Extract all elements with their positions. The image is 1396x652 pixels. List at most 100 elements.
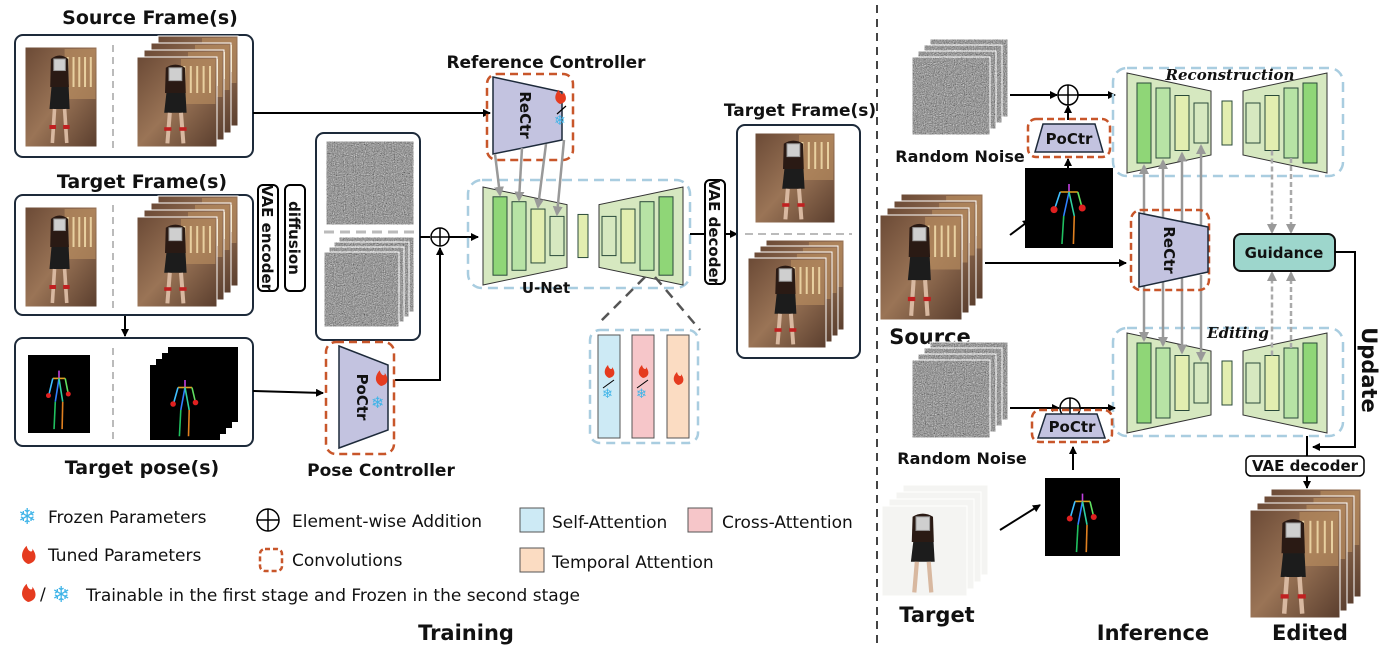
poctr-label: PoCtr xyxy=(353,374,371,421)
legend-trainable-then-frozen: Trainable in the first stage and Frozen … xyxy=(85,586,580,606)
zoom-line xyxy=(654,276,701,331)
face-blur xyxy=(168,227,183,242)
pose-frame xyxy=(1025,168,1113,248)
encoder-layer xyxy=(1193,362,1209,404)
arrow xyxy=(999,504,1041,531)
poctr-label: PoCtr xyxy=(1046,130,1093,148)
source-frames-title: Source Frame(s) xyxy=(62,7,238,29)
target-label: Target xyxy=(899,603,974,627)
frame-stack xyxy=(881,484,989,597)
face-blur xyxy=(786,143,801,158)
diffusion-label: diffusion xyxy=(285,201,303,275)
pose-frame xyxy=(1045,478,1120,556)
encoder-layer xyxy=(530,208,546,264)
snowflake-icon: ❄ xyxy=(602,387,613,402)
snowflake-icon: ❄ xyxy=(18,505,36,530)
frame-stack xyxy=(879,193,984,321)
encoder-layer xyxy=(1155,347,1171,419)
pose-frame xyxy=(150,365,220,440)
convolution-box xyxy=(324,340,396,456)
snowflake-icon: ❄ xyxy=(371,393,384,412)
reconstruction-label: Reconstruction xyxy=(1165,66,1295,84)
reconstruction-unet-box xyxy=(1111,66,1345,178)
decoder-layer xyxy=(1245,102,1261,144)
face-blur xyxy=(1285,522,1301,538)
convolution-box xyxy=(1030,408,1114,444)
unet xyxy=(1126,332,1328,434)
face-blur xyxy=(168,67,183,82)
slash xyxy=(636,379,649,389)
encoder-layer xyxy=(1174,355,1190,411)
target-pose-title: Target pose(s) xyxy=(65,457,219,479)
legend-temporal-attention: Temporal Attention xyxy=(551,553,714,573)
decoder-layer xyxy=(620,208,636,264)
photo-frame xyxy=(24,206,98,308)
temporal-attention-swatch xyxy=(519,547,545,573)
face-blur xyxy=(912,227,927,242)
photo-frame xyxy=(754,132,836,224)
decoder-layer xyxy=(1302,342,1318,424)
noise-frame xyxy=(911,56,991,136)
legend-slash: / xyxy=(40,585,46,605)
photo-frame xyxy=(136,216,218,308)
snowflake-icon: ❄ xyxy=(554,113,566,129)
feature-injection-arrow xyxy=(552,139,566,217)
cross-attention-swatch xyxy=(687,507,713,533)
decoder-layer xyxy=(1264,95,1280,151)
unet-label: U-Net xyxy=(522,279,570,297)
face-blur xyxy=(53,218,66,232)
frame-stack xyxy=(747,239,845,349)
encoder-layer xyxy=(511,201,527,271)
feature-injection-arrow xyxy=(514,147,525,202)
convolution-box xyxy=(1129,208,1211,292)
flame-icon xyxy=(638,365,649,378)
poctr-block xyxy=(1034,123,1104,153)
vae-encoder-box xyxy=(257,184,279,292)
flame-icon xyxy=(375,370,388,386)
decoder-layer xyxy=(1283,87,1299,159)
flame-icon xyxy=(22,583,36,602)
bottleneck-layer xyxy=(1221,360,1233,406)
editing-label: Editing xyxy=(1206,324,1269,342)
flame-icon xyxy=(673,372,684,385)
vae-encoder-label: VAE encoder xyxy=(258,185,276,292)
noise-frame xyxy=(325,140,415,226)
poctr-label: PoCtr xyxy=(1049,418,1096,436)
face-blur xyxy=(915,516,931,531)
random-noise-label: Random Noise xyxy=(895,147,1025,166)
bottleneck-layer xyxy=(1221,100,1233,146)
training-label: Training xyxy=(418,621,514,645)
rectr-block xyxy=(492,76,563,155)
feature-injection-arrow xyxy=(534,143,548,210)
guidance-label: Guidance xyxy=(1245,244,1324,262)
noise-frame xyxy=(911,359,991,439)
snowflake-icon: ❄ xyxy=(52,583,70,608)
pose-controller-title: Pose Controller xyxy=(307,461,455,481)
self-attention-block xyxy=(597,334,621,439)
decoder-layer xyxy=(1302,82,1318,164)
target-frames-title: Target Frame(s) xyxy=(57,171,227,193)
photo-frame xyxy=(24,46,98,148)
addition-icon xyxy=(256,508,280,532)
vae-decoder-box xyxy=(704,179,726,285)
arrow xyxy=(252,388,324,397)
diffusion-box xyxy=(284,184,306,292)
frame-stack xyxy=(136,195,239,308)
arrow xyxy=(1009,219,1031,236)
convolution-box xyxy=(1026,117,1112,159)
decoder-layer xyxy=(639,201,655,271)
unet xyxy=(482,186,684,286)
face-blur xyxy=(778,268,793,282)
vae-decoder-label: VAE decoder xyxy=(1252,457,1359,475)
legend-addition: Element-wise Addition xyxy=(292,512,482,532)
encoder-layer xyxy=(1136,342,1152,424)
frame-stack xyxy=(1249,488,1362,619)
encoder-layer xyxy=(1155,87,1171,159)
output-frames-title: Target Frame(s) xyxy=(724,101,876,121)
slash xyxy=(602,379,615,389)
flame-icon xyxy=(604,365,615,378)
decoder-layer xyxy=(1264,355,1280,411)
frame-stack xyxy=(911,38,1009,136)
